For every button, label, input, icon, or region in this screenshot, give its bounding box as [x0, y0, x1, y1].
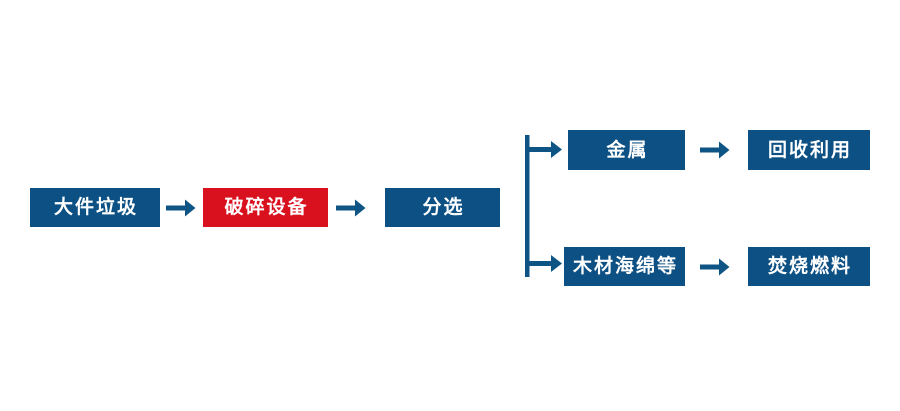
- flow-node-metal: 金属: [568, 130, 685, 170]
- arrow-right-icon: [336, 195, 366, 221]
- flow-node-crushing-equipment: 破碎设备: [203, 188, 328, 227]
- flow-node-recycling-reuse: 回收利用: [748, 130, 870, 170]
- branch-split-connector-icon: [519, 130, 571, 280]
- flow-node-incineration-fuel: 焚烧燃料: [748, 247, 870, 286]
- flow-node-bulky-waste: 大件垃圾: [30, 188, 160, 227]
- flow-node-sorting: 分选: [385, 188, 500, 227]
- arrow-right-icon: [700, 254, 730, 280]
- arrow-right-icon: [166, 195, 196, 221]
- arrow-right-icon: [700, 137, 730, 163]
- flow-node-wood-sponge-etc: 木材海绵等: [564, 247, 685, 286]
